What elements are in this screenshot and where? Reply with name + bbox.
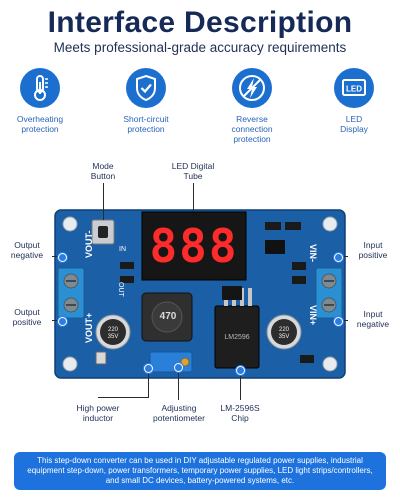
- label-line: Input: [363, 240, 383, 250]
- feature-label-line: protection: [127, 124, 165, 134]
- capacitor-right-label: 220 35V: [278, 327, 290, 340]
- label-line: LED Digital: [171, 161, 215, 171]
- label-line: Mode: [92, 161, 114, 171]
- label-input-negative: Input negative: [348, 309, 398, 329]
- shield-check-icon: [126, 68, 166, 108]
- feature-label-line: Short-circuit: [123, 114, 169, 124]
- callout-dot: [334, 317, 343, 326]
- label-output-positive: Output positive: [2, 307, 52, 327]
- callout-dot: [58, 253, 67, 262]
- page-title: Interface Description: [47, 6, 353, 39]
- lightning-slash-icon: [232, 68, 272, 108]
- label-line: positive: [12, 317, 42, 327]
- label-line: negative: [10, 250, 44, 260]
- description-banner: This step-down converter can be used in …: [14, 452, 386, 490]
- label-line: positive: [358, 250, 388, 260]
- label-chip: LM-2596S Chip: [210, 403, 270, 423]
- feature-label-line: Display: [340, 124, 368, 134]
- callout-dot: [334, 253, 343, 262]
- chip-code: LM2596: [224, 334, 250, 341]
- callout-dot: [236, 366, 245, 375]
- silk-vin-minus: VIN-: [308, 244, 318, 262]
- inductor-code: 470: [159, 311, 177, 322]
- label-adjusting-potentiometer: Adjusting potentiometer: [143, 403, 215, 423]
- label-output-negative: Output negative: [2, 240, 52, 260]
- led-icon-text: LED: [346, 85, 362, 94]
- capacitor-left-label: 220 35V: [107, 327, 119, 340]
- label-line: Input: [363, 309, 383, 319]
- callout-line-mode: [103, 183, 104, 220]
- led-display-icon: LED: [334, 68, 374, 108]
- label-line: Output: [14, 240, 40, 250]
- callout-line-led: [193, 183, 194, 212]
- thermometer-icon: [20, 68, 60, 108]
- feature-overheating: Overheating protection: [0, 68, 80, 134]
- feature-label-line: protection: [233, 134, 271, 144]
- label-led-tube: LED Digital Tube: [158, 161, 228, 181]
- silk-vin-plus: VIN+: [308, 304, 318, 326]
- feature-label-line: Reverse: [236, 114, 268, 124]
- callout-line-pot: [178, 370, 179, 400]
- feature-led-display: LED LED Display: [314, 68, 394, 134]
- page-subtitle: Meets professional-grade accuracy requir…: [53, 40, 347, 55]
- silk-out: OUT: [117, 282, 124, 297]
- label-line: Adjusting: [161, 403, 197, 413]
- label-line: negative: [356, 319, 390, 329]
- silk-in: IN: [119, 246, 126, 253]
- label-line: Output: [14, 307, 40, 317]
- led-digit-display: 888: [149, 219, 239, 273]
- label-mode-button: Mode Button: [78, 161, 128, 181]
- label-line: LM-2596S: [220, 403, 260, 413]
- label-line: Chip: [231, 413, 249, 423]
- callout-dot: [144, 364, 153, 373]
- feature-label-line: LED: [345, 114, 363, 124]
- feature-label-line: Overheating: [16, 114, 64, 124]
- callout-dot: [174, 363, 183, 372]
- callout-line-inductor-h: [98, 397, 149, 398]
- label-line: Tube: [183, 171, 203, 181]
- callout-line-inductor: [148, 368, 149, 398]
- label-line: Button: [90, 171, 116, 181]
- callout-dot: [58, 317, 67, 326]
- label-line: High power: [76, 403, 120, 413]
- silk-vout-minus: VOUT-: [84, 230, 94, 258]
- label-high-power-inductor: High power inductor: [68, 403, 128, 423]
- feature-short-circuit: Short-circuit protection: [106, 68, 186, 134]
- feature-label-line: protection: [21, 124, 59, 134]
- description-text: This step-down converter can be used in …: [27, 456, 373, 485]
- feature-reverse-connection: Reverse connection protection: [212, 68, 292, 144]
- label-line: potentiometer: [153, 413, 205, 423]
- feature-label-line: connection: [231, 124, 273, 134]
- callout-line-chip: [240, 370, 241, 400]
- label-input-positive: Input positive: [348, 240, 398, 260]
- label-line: inductor: [82, 413, 114, 423]
